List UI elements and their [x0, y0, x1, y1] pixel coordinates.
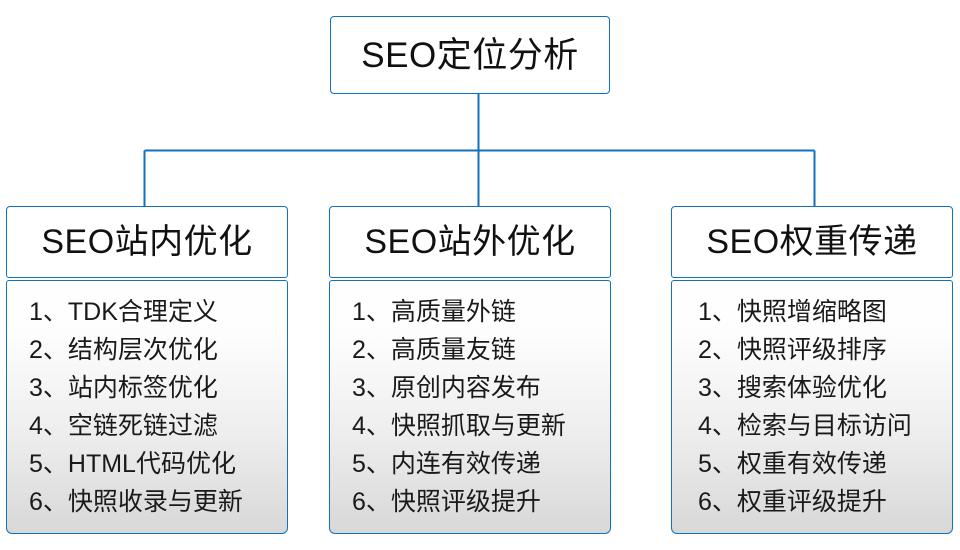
list-item: 6、权重评级提升 [698, 488, 887, 516]
branch-header: SEO站外优化 [329, 206, 611, 278]
list-item: 5、权重有效传递 [698, 450, 887, 478]
branch-column-seo-weight: SEO权重传递 1、快照增缩略图 2、快照评级排序 3、搜索体验优化 4、检索与… [671, 206, 953, 534]
root-node-title: SEO定位分析 [361, 35, 579, 75]
branch-header: SEO站内优化 [6, 206, 288, 278]
branch-title: SEO权重传递 [706, 223, 918, 261]
list-item: 2、高质量友链 [352, 336, 516, 364]
branch-column-seo-offsite: SEO站外优化 1、高质量外链 2、高质量友链 3、原创内容发布 4、快照抓取与… [329, 206, 611, 534]
list-item: 4、快照抓取与更新 [352, 412, 566, 440]
list-item: 5、内连有效传递 [352, 450, 541, 478]
list-item: 4、检索与目标访问 [698, 412, 912, 440]
branch-body: 1、快照增缩略图 2、快照评级排序 3、搜索体验优化 4、检索与目标访问 5、权… [671, 280, 953, 534]
list-item: 2、快照评级排序 [698, 336, 887, 364]
list-item: 2、结构层次优化 [29, 336, 218, 364]
root-node: SEO定位分析 [330, 16, 610, 94]
branch-body: 1、TDK合理定义 2、结构层次优化 3、站内标签优化 4、空链死链过滤 5、H… [6, 280, 288, 534]
list-item: 6、快照收录与更新 [29, 488, 243, 516]
list-item: 4、空链死链过滤 [29, 412, 218, 440]
list-item: 6、快照评级提升 [352, 488, 541, 516]
branch-body: 1、高质量外链 2、高质量友链 3、原创内容发布 4、快照抓取与更新 5、内连有… [329, 280, 611, 534]
branch-header: SEO权重传递 [671, 206, 953, 278]
branch-title: SEO站外优化 [364, 223, 576, 261]
branch-column-seo-onsite: SEO站内优化 1、TDK合理定义 2、结构层次优化 3、站内标签优化 4、空链… [6, 206, 288, 534]
branch-item-list: 1、快照增缩略图 2、快照评级排序 3、搜索体验优化 4、检索与目标访问 5、权… [672, 293, 952, 521]
list-item: 3、站内标签优化 [29, 374, 218, 402]
branch-title: SEO站内优化 [41, 223, 253, 261]
list-item: 5、HTML代码优化 [29, 450, 236, 478]
list-item: 1、高质量外链 [352, 298, 516, 326]
branch-item-list: 1、高质量外链 2、高质量友链 3、原创内容发布 4、快照抓取与更新 5、内连有… [330, 293, 610, 521]
list-item: 1、TDK合理定义 [29, 298, 218, 326]
list-item: 3、搜索体验优化 [698, 374, 887, 402]
list-item: 3、原创内容发布 [352, 374, 541, 402]
branch-item-list: 1、TDK合理定义 2、结构层次优化 3、站内标签优化 4、空链死链过滤 5、H… [7, 293, 287, 521]
list-item: 1、快照增缩略图 [698, 298, 887, 326]
